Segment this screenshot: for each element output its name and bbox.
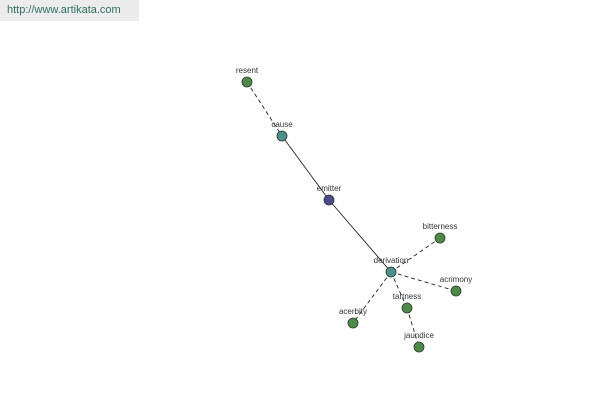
edge-derivation-acerbity: [352, 271, 392, 324]
nodes-layer: [241, 76, 462, 353]
edge-derivation-bitterness: [390, 237, 441, 273]
node-tartness[interactable]: [401, 302, 413, 314]
node-acrimony[interactable]: [450, 285, 462, 297]
node-resent[interactable]: [241, 76, 253, 88]
edge-emitter-derivation: [328, 199, 392, 273]
node-emitter[interactable]: [323, 194, 335, 206]
node-label-resent: resent: [236, 66, 259, 75]
node-label-acerbity: acerbity: [339, 307, 367, 316]
node-label-tartness: tartness: [393, 292, 421, 301]
node-derivation[interactable]: [385, 266, 397, 278]
labels-layer: resent cause emitter derivation bitterness ac…: [236, 66, 472, 340]
node-label-cause: cause: [271, 120, 293, 129]
node-label-emitter: emitter: [317, 184, 342, 193]
edge-cause-emitter: [281, 135, 330, 201]
node-label-acrimony: acrimony: [440, 275, 472, 284]
node-label-jaundice: jaundice: [403, 331, 434, 340]
node-cause[interactable]: [276, 130, 288, 142]
edge-tartness-jaundice: [406, 307, 420, 348]
node-acerbity[interactable]: [347, 317, 359, 329]
node-jaundice[interactable]: [413, 341, 425, 353]
node-label-bitterness: bitterness: [423, 222, 458, 231]
edges-layer: [246, 81, 457, 348]
node-label-derivation: derivation: [374, 256, 409, 265]
edge-derivation-tartness: [390, 271, 408, 309]
edge-resent-cause: [246, 81, 283, 137]
node-bitterness[interactable]: [434, 232, 446, 244]
watermark-url: http://www.artikata.com: [0, 0, 139, 21]
edge-derivation-acrimony: [390, 271, 457, 292]
